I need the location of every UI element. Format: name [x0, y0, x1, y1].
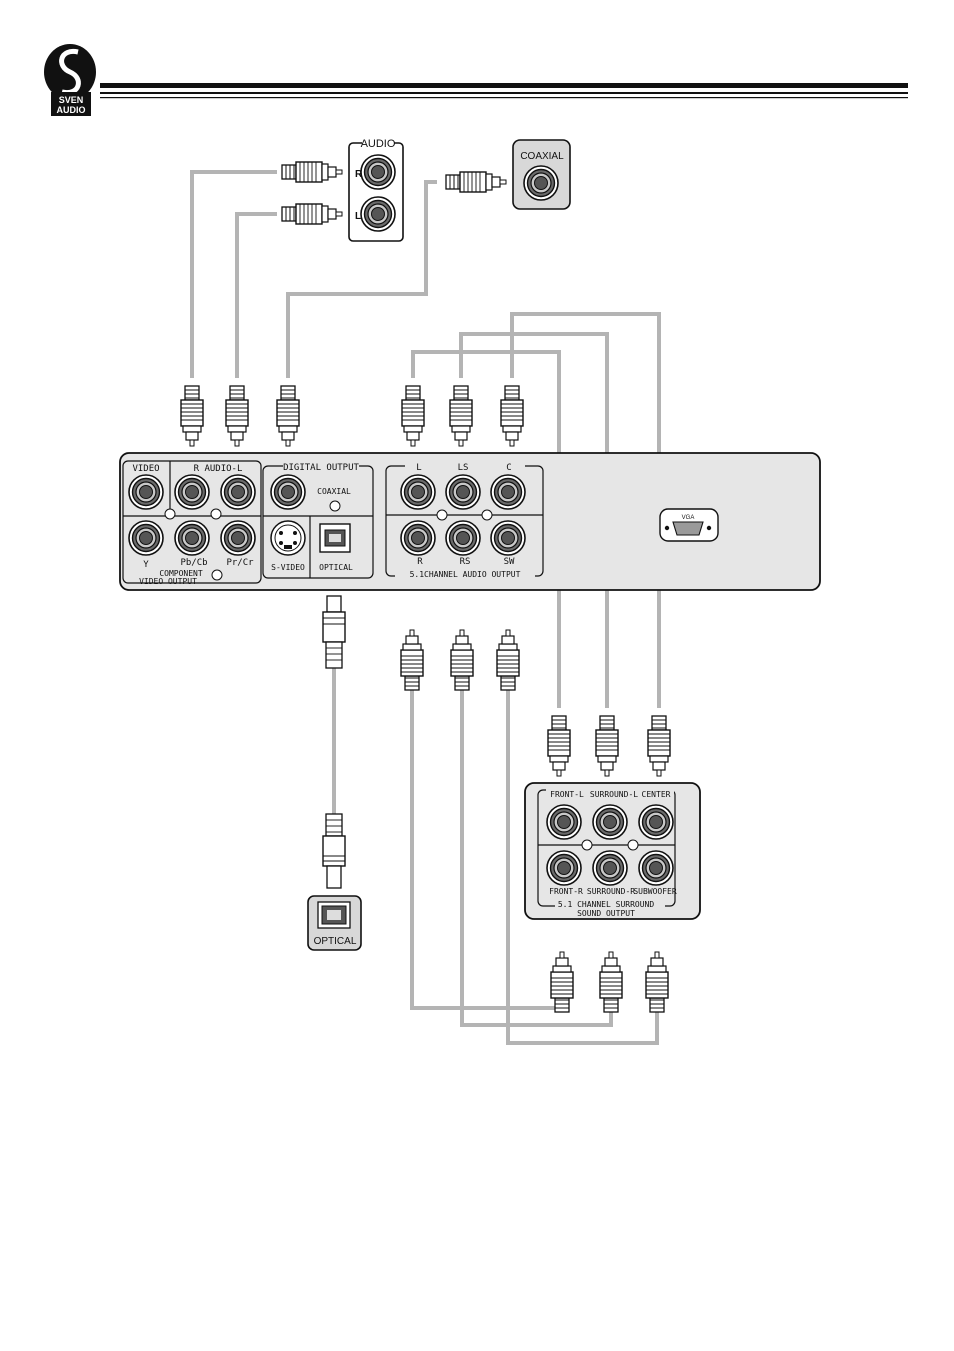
- cable-audio-l: [237, 214, 277, 378]
- plug-ch-rs: [451, 630, 473, 690]
- coaxial-plug: [446, 172, 506, 192]
- plug-coaxial: [277, 386, 299, 446]
- amp-front-r-label: FRONT-R: [549, 887, 583, 896]
- amp-surround-l-jack: [593, 805, 627, 839]
- amp-subwoofer-label: SUBWOOFER: [633, 887, 677, 896]
- ch-c-label: C: [506, 463, 511, 473]
- audio-r-jack: [175, 475, 209, 509]
- optical-out-label: OPTICAL: [319, 563, 353, 572]
- ch-ls-label: LS: [458, 463, 469, 473]
- component-y-label: Y: [143, 560, 149, 570]
- amp-plug-surround-r: [600, 952, 622, 1012]
- tv-audio-title: AUDIO: [361, 138, 396, 150]
- amp-plug-surround-l: [596, 716, 618, 776]
- ch-rs-label: RS: [460, 557, 471, 567]
- amp-plug-subwoofer: [646, 952, 668, 1012]
- tv-audio-l-plug: [282, 204, 342, 224]
- amp-front-l-jack: [547, 805, 581, 839]
- audio-label: R AUDIO-L: [194, 464, 243, 474]
- header-rule: [100, 83, 908, 98]
- amp-center-jack: [639, 805, 673, 839]
- player-rear-panel: VIDEO R AUDIO-L Y Pb/Cb Pr/Cr COMPONENT …: [120, 453, 820, 590]
- digital-output-label: DIGITAL OUTPUT: [283, 463, 359, 473]
- plug-ch-sw: [497, 630, 519, 690]
- component-pr-label: Pr/Cr: [226, 558, 254, 568]
- component-y-jack: [129, 521, 163, 555]
- cable-audio-r: [192, 172, 277, 378]
- ch-ls-jack: [446, 475, 480, 509]
- ch-caption: 5.1CHANNEL AUDIO OUTPUT: [410, 570, 521, 579]
- optical-input-plug: [323, 814, 345, 888]
- component-pb-jack: [175, 521, 209, 555]
- component-pr-jack: [221, 521, 255, 555]
- component-caption-2: VIDEO OUTPUT: [139, 577, 197, 586]
- plug-audio-r: [181, 386, 203, 446]
- amp-caption-1: 5.1 CHANNEL SURROUND: [558, 900, 655, 909]
- plug-ch-l: [402, 386, 424, 446]
- coaxial-out-jack: [271, 475, 305, 509]
- amp-surround-l-label: SURROUND-L: [590, 790, 638, 799]
- plug-ch-r: [401, 630, 423, 690]
- amp-center-label: CENTER: [642, 790, 671, 799]
- coaxial-label: COAXIAL: [317, 487, 351, 496]
- tv-audio-l-jack: [361, 197, 395, 231]
- plug-ch-ls: [450, 386, 472, 446]
- tv-audio-r-jack: [361, 155, 395, 189]
- amp-caption-2: SOUND OUTPUT: [577, 909, 635, 918]
- svideo-label: S-VIDEO: [271, 563, 305, 572]
- ch-c-jack: [491, 475, 525, 509]
- ch-r-jack: [401, 521, 435, 555]
- tv-audio-l-label: L: [355, 211, 361, 222]
- amp-plug-center: [648, 716, 670, 776]
- logo-text-bottom: AUDIO: [57, 105, 86, 115]
- tv-audio-r-plug: [282, 162, 342, 182]
- surround-amplifier: FRONT-L SURROUND-L CENTER FRONT-R SURROU…: [525, 783, 700, 919]
- ch-rs-jack: [446, 521, 480, 555]
- amp-surround-r-label: SURROUND-R: [587, 887, 635, 896]
- coaxial-input-title: COAXIAL: [520, 151, 564, 162]
- amp-plug-front-r: [551, 952, 573, 1012]
- component-pb-label: Pb/Cb: [180, 558, 207, 568]
- ch-r-label: R: [417, 557, 423, 567]
- video-jack: [129, 475, 163, 509]
- amp-surround-r-jack: [593, 851, 627, 885]
- plug-ch-c: [501, 386, 523, 446]
- optical-input: OPTICAL: [308, 896, 361, 950]
- ch-sw-jack: [491, 521, 525, 555]
- coaxial-input: COAXIAL: [513, 140, 570, 209]
- amp-plug-front-l: [548, 716, 570, 776]
- ch-l-label: L: [416, 463, 421, 473]
- vga-label: VGA: [682, 515, 695, 521]
- ch-sw-label: SW: [504, 557, 515, 567]
- plug-audio-l: [226, 386, 248, 446]
- tv-audio-input: AUDIO R L: [349, 136, 403, 241]
- video-label: VIDEO: [132, 464, 159, 474]
- logo-text-top: SVEN: [59, 95, 84, 105]
- amp-subwoofer-jack: [639, 851, 673, 885]
- sven-audio-logo: SVEN AUDIO: [44, 44, 96, 116]
- coaxial-input-jack: [524, 166, 558, 200]
- optical-plug-top: [323, 596, 345, 668]
- audio-l-jack: [221, 475, 255, 509]
- ch-l-jack: [401, 475, 435, 509]
- amp-front-l-label: FRONT-L: [550, 790, 584, 799]
- optical-input-title: OPTICAL: [314, 936, 357, 947]
- amp-front-r-jack: [547, 851, 581, 885]
